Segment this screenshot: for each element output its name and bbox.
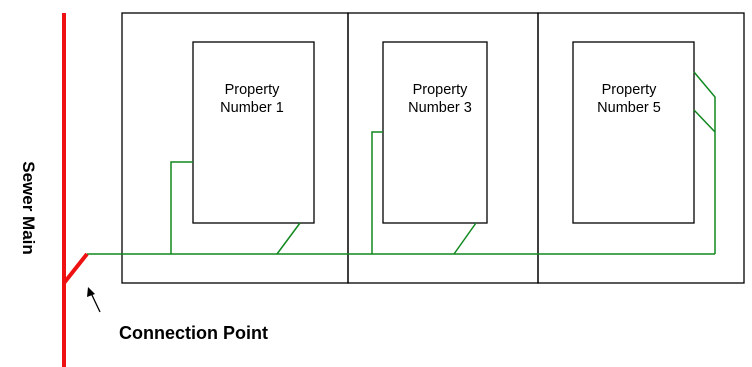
- drain-pipes: [87, 71, 716, 255]
- house-1: [192, 41, 315, 224]
- property-1-label-line1: Property: [225, 82, 281, 98]
- house-5-right-pipe: [693, 71, 716, 254]
- house-3-diagonal-pipe: [453, 222, 477, 255]
- lot-outlines: [121, 12, 745, 284]
- connection-arrow: [87, 287, 101, 313]
- property-3-label-line1: Property: [413, 82, 469, 98]
- house-5-lower-pipe: [693, 109, 716, 133]
- lot-5: [537, 12, 745, 284]
- house-3-side-pipe: [371, 131, 383, 254]
- house-5: [572, 41, 695, 224]
- property-3-label-line2: Number 3: [408, 100, 472, 116]
- house-1-diagonal-pipe: [276, 222, 301, 255]
- property-5-label-line1: Property: [602, 82, 658, 98]
- sewer-main-label: Sewer Main: [19, 161, 38, 255]
- property-5-label-line2: Number 5: [597, 100, 661, 116]
- house-1-side-pipe: [170, 161, 193, 254]
- property-1-label-line2: Number 1: [220, 100, 284, 116]
- connection-point-label: Connection Point: [119, 323, 268, 343]
- connection-branch: [62, 252, 89, 285]
- house-3: [382, 41, 488, 224]
- houses: [192, 41, 695, 224]
